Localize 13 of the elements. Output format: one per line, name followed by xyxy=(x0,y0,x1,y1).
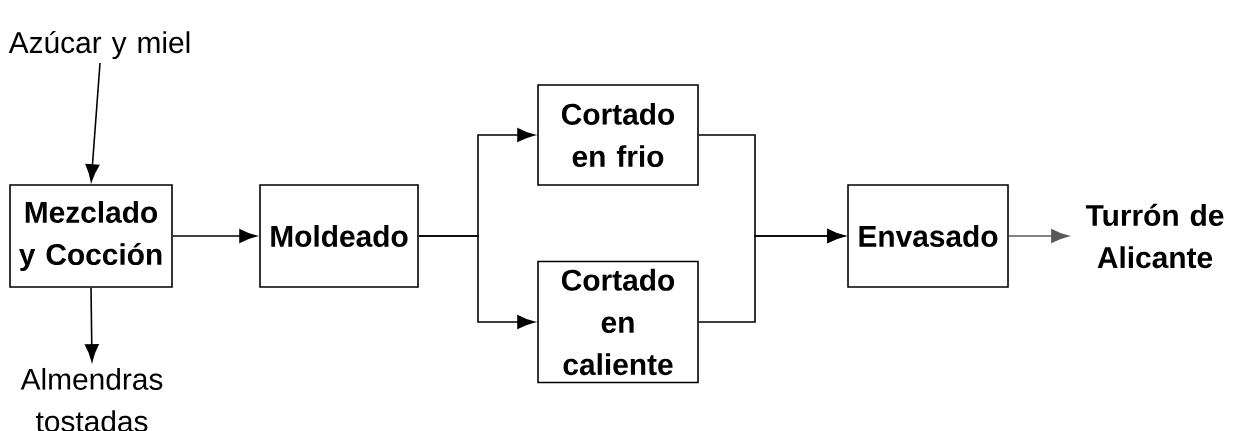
arrow xyxy=(85,62,101,182)
process-box: Cortado en frio xyxy=(537,84,699,186)
arrow xyxy=(698,229,845,323)
arrow xyxy=(84,287,99,362)
output-label: Turrón de Alicante xyxy=(1085,203,1224,269)
process-box: Mezclado y Cocción xyxy=(9,184,173,288)
arrow xyxy=(1008,229,1069,243)
process-box: Cortado en caliente xyxy=(537,260,699,384)
process-box: Envasado xyxy=(847,184,1009,288)
arrow xyxy=(418,235,535,329)
input-label: Azúcar y miel xyxy=(8,30,190,60)
arrow xyxy=(172,229,257,243)
process-box: Moldeado xyxy=(259,184,419,288)
